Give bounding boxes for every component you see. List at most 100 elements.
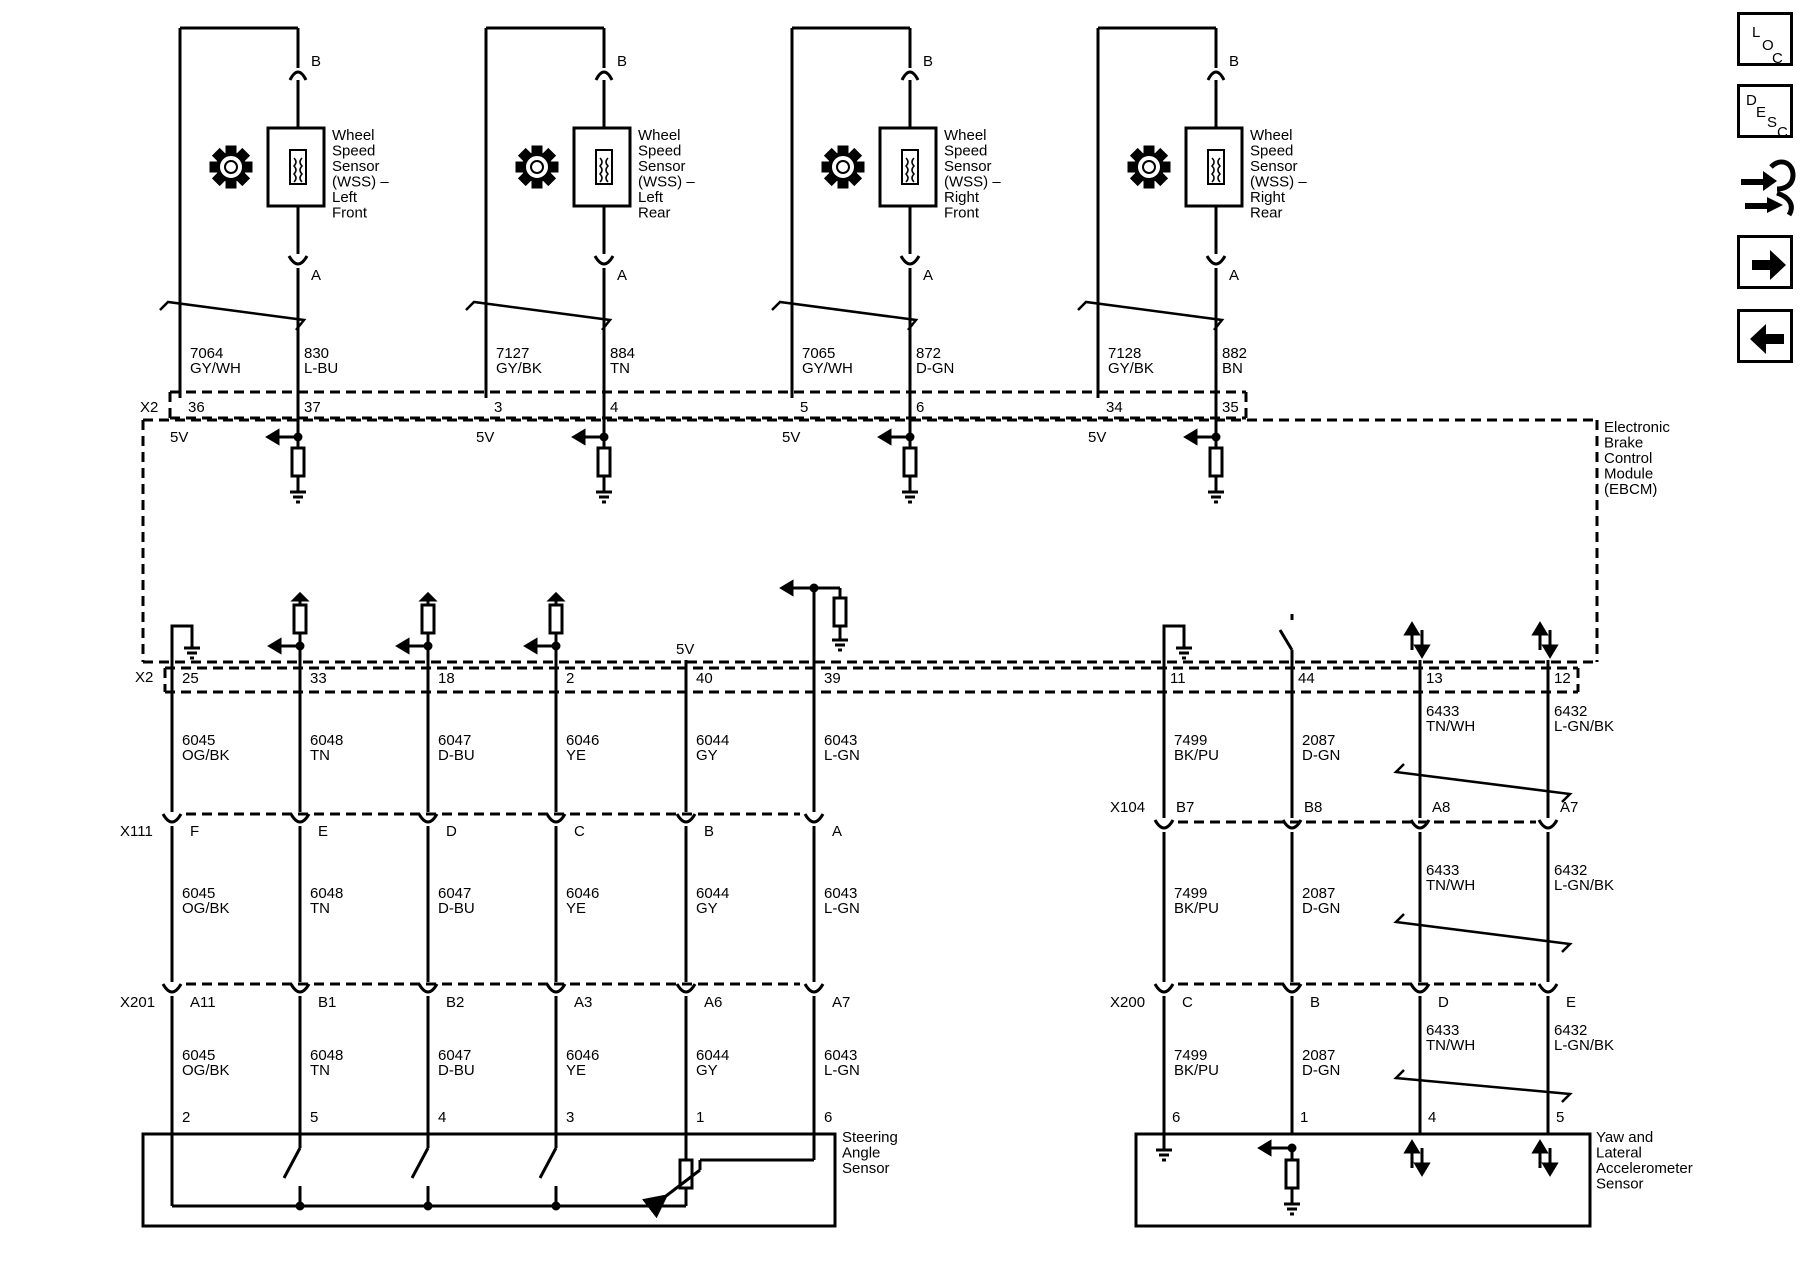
wss-coil-icon — [1217, 157, 1222, 183]
wss-title-line: (WSS) – — [1250, 174, 1307, 191]
ebcm-pin-number: 3 — [494, 399, 502, 416]
ebcm-input-arrow-icon — [1183, 428, 1198, 446]
wire-circuit-number: 6044 — [696, 732, 729, 749]
ebcm-pin-number: 25 — [182, 670, 199, 687]
wss-title-line: Speed — [638, 143, 681, 160]
wss-title-line: Rear — [1250, 205, 1283, 222]
wire-color: TN/WH — [1426, 877, 1475, 894]
wire-circuit-number: 884 — [610, 345, 635, 362]
ebcm-input-arrow-icon — [779, 579, 794, 597]
wire-color: L-GN — [824, 900, 860, 917]
sensor-pin-number: 4 — [438, 1109, 446, 1126]
supply-up-arrow-icon — [546, 591, 566, 602]
wss-coil-icon — [1210, 157, 1215, 183]
wss-coil-icon — [911, 157, 916, 183]
steering-sensor-label-line: Sensor — [842, 1160, 890, 1177]
pull-down-resistor-icon — [290, 446, 306, 478]
supply-voltage-label: 5V — [170, 429, 188, 446]
connector-view-icon[interactable] — [1737, 153, 1797, 219]
ebcm-internal-wire — [1162, 624, 1186, 660]
wire-color: L-BU — [304, 360, 338, 377]
switch-contact-icon — [410, 1147, 430, 1179]
connector-x201-pin-icon — [417, 983, 439, 994]
switch-contact-icon — [538, 1147, 558, 1179]
connector-x201-cavity: A7 — [832, 994, 850, 1011]
connector-x200-pin-icon — [1281, 983, 1303, 994]
wire-circuit-number: 6045 — [182, 1047, 215, 1064]
yaw-sensor-label-line: Lateral — [1596, 1145, 1642, 1162]
wire-circuit-number: 882 — [1222, 345, 1247, 362]
supply-voltage-label: 5V — [676, 641, 694, 658]
yaw-sensor-label-line: Yaw and — [1596, 1129, 1653, 1146]
wire-circuit-number: 6048 — [310, 1047, 343, 1064]
connector-pin-a-icon — [593, 255, 615, 266]
location-button[interactable]: L O C — [1737, 12, 1793, 67]
wss-title-line: Speed — [332, 143, 375, 160]
wss-title-line: Front — [944, 205, 980, 222]
ebcm-label-line: (EBCM) — [1604, 481, 1657, 498]
loc-letter-c: C — [1772, 50, 1783, 67]
connector-x111-label: X111 — [120, 823, 153, 840]
connector-x104-label: X104 — [1110, 799, 1145, 816]
wss-coil-icon — [299, 157, 304, 183]
connector-x200-pin-icon — [1537, 983, 1559, 994]
connector-pin-b-icon — [900, 70, 920, 81]
pull-down-resistor-icon — [1284, 1158, 1300, 1190]
ebcm-pin-number: 33 — [310, 670, 327, 687]
wss-pin-a: A — [311, 267, 321, 284]
twisted-pair-marker — [1393, 913, 1573, 953]
wss-title-line: Right — [944, 189, 980, 206]
connector-x201-pin-icon — [545, 983, 567, 994]
ebcm-label-line: Control — [1604, 450, 1652, 467]
connector-x2-label: X2 — [140, 399, 158, 416]
desc-letter-c: C — [1777, 124, 1788, 141]
wire-color: OG/BK — [182, 1062, 230, 1079]
gear-hub — [1142, 160, 1156, 174]
connector-x200-cavity: C — [1182, 994, 1193, 1011]
connector-x201-label: X201 — [120, 994, 155, 1011]
wire-color: GY — [696, 747, 718, 764]
tone-wheel-gear-icon — [1127, 145, 1171, 189]
connector-x201-pin-icon — [675, 983, 697, 994]
tone-wheel-gear-icon — [821, 145, 865, 189]
wire-circuit-number: 6045 — [182, 885, 215, 902]
connector-pin-a-icon — [899, 255, 921, 266]
ebcm-label-line: Module — [1604, 466, 1653, 483]
connector-x104-cavity: B8 — [1304, 799, 1322, 816]
ebcm-pin-number: 13 — [1426, 670, 1443, 687]
wss-title-line: Rear — [638, 205, 671, 222]
sensor-pin-number: 1 — [1300, 1109, 1308, 1126]
wire-circuit-number: 6043 — [824, 1047, 857, 1064]
previous-page-button[interactable] — [1737, 309, 1793, 363]
wire-color: L-GN — [824, 747, 860, 764]
connector-x111-cavity: D — [446, 823, 457, 840]
connector-x200-pin-icon — [1409, 983, 1431, 994]
wire-circuit-number: 6047 — [438, 732, 471, 749]
loc-letter-o: O — [1762, 37, 1774, 54]
connector-x200-cavity: E — [1566, 994, 1576, 1011]
twisted-pair-marker — [1393, 1069, 1573, 1103]
next-page-button[interactable] — [1737, 235, 1793, 289]
connector-x201-pin-icon — [161, 983, 183, 994]
wire-color: BK/PU — [1174, 900, 1219, 917]
twisted-pair-marker — [1077, 300, 1225, 331]
wire-color: D-GN — [1302, 747, 1340, 764]
wire-color: YE — [566, 747, 586, 764]
wire-color: L-GN/BK — [1554, 718, 1614, 735]
wire-circuit-number: 7499 — [1174, 1047, 1207, 1064]
wss-title-line: Sensor — [944, 158, 992, 175]
wss-title-line: Speed — [1250, 143, 1293, 160]
description-button[interactable]: D E S C — [1737, 84, 1793, 141]
tone-wheel-gear-icon — [515, 145, 559, 189]
twisted-pair-marker — [1393, 763, 1573, 803]
desc-letter-d: D — [1746, 92, 1757, 109]
wss-title-line: Wheel — [638, 127, 681, 144]
connector-x104-pin-icon — [1537, 819, 1559, 830]
supply-voltage-label: 5V — [476, 429, 494, 446]
connector-x111-pin-icon — [675, 813, 697, 824]
wiper-arrow-icon — [642, 1168, 701, 1219]
ebcm-input-arrow-icon — [267, 637, 282, 655]
pull-down-resistor-icon — [832, 596, 848, 628]
ebcm-pin-number: 35 — [1222, 399, 1239, 416]
wire-circuit-number: 2087 — [1302, 732, 1335, 749]
